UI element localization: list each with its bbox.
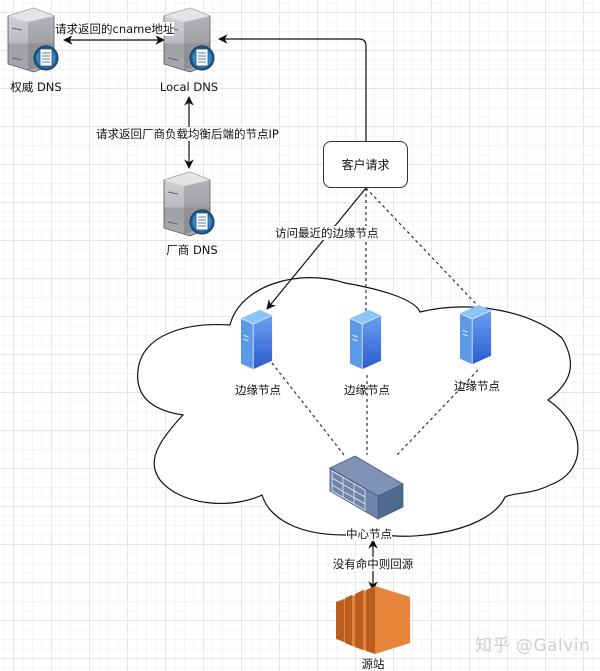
node-label-local-dns: Local DNS	[159, 80, 219, 94]
authoritative-dns-server-icon	[7, 7, 59, 73]
node-label-authoritative-dns: 权威 DNS	[10, 80, 62, 94]
node-label-origin: 源站	[361, 657, 385, 671]
edge-server-1-icon	[240, 309, 273, 370]
edge-edge3-center	[396, 369, 479, 456]
edge-label-back-to-origin: 没有命中则回源	[332, 557, 414, 571]
edge-label-cname: 请求返回的cname地址	[55, 22, 175, 36]
edge-client-edge1	[266, 187, 367, 310]
watermark: 知乎 @Galvin	[475, 636, 591, 656]
edge-label-nearest-edge: 访问最近的边缘节点	[275, 226, 379, 240]
edge-server-2-icon	[349, 309, 382, 370]
node-label-client-request: 客户请求	[341, 158, 390, 172]
origin-server-icon	[336, 586, 410, 654]
vendor-dns-server-icon	[163, 171, 215, 237]
edge-client-local	[218, 34, 367, 141]
local-dns-server-icon	[163, 7, 215, 73]
edge-server-3-icon	[459, 304, 492, 365]
node-label-edge-1: 边缘节点	[235, 383, 281, 397]
client-request-node: 客户请求	[323, 141, 408, 188]
edge-client-edge3	[365, 187, 478, 306]
node-label-vendor-dns: 厂商 DNS	[166, 243, 218, 257]
edge-edge1-center	[271, 362, 345, 456]
node-label-edge-2: 边缘节点	[344, 383, 390, 397]
center-node-icon	[329, 455, 404, 520]
edge-label-vendor-ip: 请求返回厂商负载均衡后端的节点IP	[96, 127, 279, 141]
node-label-center: 中心节点	[346, 527, 392, 541]
node-label-edge-3: 边缘节点	[454, 379, 500, 393]
